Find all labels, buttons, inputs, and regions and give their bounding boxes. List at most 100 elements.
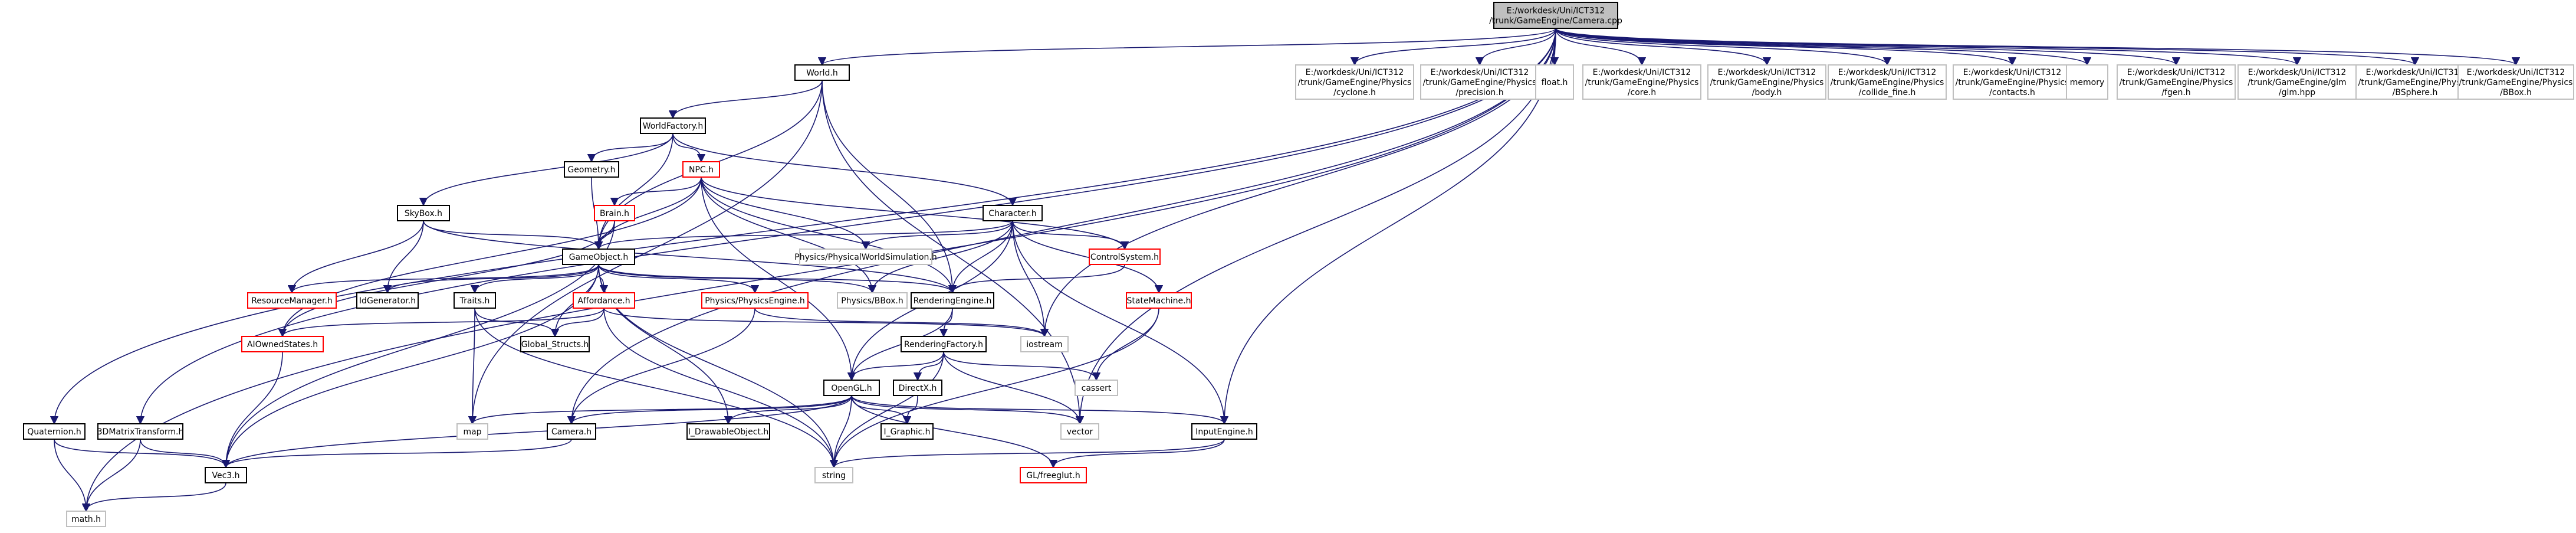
- node-skybox-h[interactable]: SkyBox.h: [397, 205, 450, 221]
- node-npc-h[interactable]: NPC.h: [682, 161, 720, 178]
- edge-affordance_h-to-aiownedstates_h: [278, 308, 604, 338]
- edge-controlsystem_h-to-renderingengine_h: [948, 264, 1125, 294]
- node-bsphere-h[interactable]: E:/workdesk/Uni/ICT312/trunk/GameEngine/…: [2355, 64, 2475, 100]
- edge-opengl_h-to-i_drawableobject_h: [724, 395, 852, 425]
- node-box: [2355, 64, 2475, 100]
- node-core-h[interactable]: E:/workdesk/Uni/ICT312/trunk/GameEngine/…: [1582, 64, 1701, 100]
- node-label-line: math.h: [71, 515, 101, 524]
- node-string[interactable]: string: [814, 467, 853, 483]
- node-box: [814, 467, 853, 483]
- edge-world_h-to-vector: [822, 80, 1085, 425]
- node-label-line: /trunk/GameEngine/Physics: [1423, 78, 1537, 87]
- node-map[interactable]: map: [456, 423, 488, 440]
- node-camera-cpp[interactable]: E:/workdesk/Uni/ICT312/trunk/GameEngine/…: [1489, 2, 1622, 29]
- edge-quaternion_h-to-math_h: [54, 439, 91, 512]
- edges-layer: [50, 28, 2520, 512]
- node-directx-h[interactable]: DirectX.h: [893, 380, 942, 396]
- node-label-line: Geometry.h: [567, 165, 615, 175]
- node-box: [1075, 380, 1118, 396]
- edge-camera_cpp-to-precision_h: [1475, 28, 1556, 66]
- edge-world_h-to-map: [468, 80, 823, 425]
- node-iostream[interactable]: iostream: [1020, 336, 1069, 352]
- node-opengl-h[interactable]: OpenGL.h: [823, 380, 880, 396]
- edge-gameobject_h-to-resourcemanager_h: [287, 264, 599, 294]
- edge-camera_cpp-to-fgen_h: [1555, 28, 2180, 66]
- edge-character_h-to-renderingengine_h: [948, 220, 1013, 294]
- node-box: [893, 380, 942, 396]
- node-inputengine-h[interactable]: InputEngine.h: [1191, 423, 1257, 440]
- node-box: [2457, 64, 2574, 100]
- node-renderingfactory-h[interactable]: RenderingFactory.h: [901, 336, 987, 352]
- node-label-line: E:/workdesk/Uni/ICT312: [1838, 68, 1937, 77]
- node-global-structs-h[interactable]: Global_Structs.h: [520, 336, 590, 352]
- node-precision-h[interactable]: E:/workdesk/Uni/ICT312/trunk/GameEngine/…: [1420, 64, 1539, 100]
- edge-world_h-to-renderingengine_h: [822, 80, 957, 294]
- node-vector[interactable]: vector: [1060, 423, 1099, 440]
- node-world-h[interactable]: World.h: [794, 64, 850, 81]
- node-gameobject-h[interactable]: GameObject.h: [562, 248, 635, 265]
- edge-skybox_h-to-gameobject_h: [423, 220, 603, 250]
- node-label-line: StateMachine.h: [1127, 296, 1191, 306]
- node-label-line: 3DMatrixTransform.h: [97, 427, 184, 437]
- node-bbox-h[interactable]: E:/workdesk/Uni/ICT312/trunk/GameEngine/…: [2457, 64, 2574, 100]
- node-aiownedstates-h[interactable]: AIOwnedStates.h: [241, 336, 324, 352]
- node-math-h[interactable]: math.h: [66, 511, 106, 527]
- node-label-line: E:/workdesk/Uni/ICT312: [1431, 68, 1529, 77]
- node-body-h[interactable]: E:/workdesk/Uni/ICT312/trunk/GameEngine/…: [1707, 64, 1826, 100]
- edge-worldfactory_h-to-npc_h: [672, 133, 706, 163]
- node-label-line: I_DrawableObject.h: [688, 427, 769, 437]
- node-contacts-h[interactable]: E:/workdesk/Uni/ICT312/trunk/GameEngine/…: [1953, 64, 2072, 100]
- edge-opengl_h-to-string: [829, 395, 852, 469]
- node-worldfactory-h[interactable]: WorldFactory.h: [640, 117, 706, 134]
- node-label-line: /trunk/GameEngine/Physics: [2358, 78, 2472, 87]
- node-statemachine-h[interactable]: StateMachine.h: [1126, 292, 1192, 309]
- node-character-h[interactable]: Character.h: [983, 205, 1043, 221]
- node-physicsengine-h[interactable]: Physics/PhysicsEngine.h: [701, 292, 809, 309]
- edge-character_h-to-gameobject_h: [594, 220, 1013, 250]
- node-cassert[interactable]: cassert: [1075, 380, 1118, 396]
- node-quaternion-h[interactable]: Quaternion.h: [23, 423, 86, 440]
- node-label-line: /body.h: [1752, 88, 1782, 97]
- node-box: [23, 423, 86, 440]
- node-i-graphic-h[interactable]: I_Graphic.h: [880, 423, 934, 440]
- node-fgen-h[interactable]: E:/workdesk/Uni/ICT312/trunk/GameEngine/…: [2117, 64, 2236, 100]
- node-label-line: /trunk/GameEngine/Physics: [1710, 78, 1824, 87]
- edge-gameobject_h-to-idgenerator_h: [383, 264, 599, 294]
- node-camera-h[interactable]: Camera.h: [547, 423, 596, 440]
- node-controlsystem-h[interactable]: ControlSystem.h: [1089, 248, 1161, 265]
- node-i-drawableobject-h[interactable]: I_DrawableObject.h: [686, 423, 770, 440]
- node-cyclone-h[interactable]: E:/workdesk/Uni/ICT312/trunk/GameEngine/…: [1295, 64, 1414, 100]
- edge-statemachine_h-to-string: [829, 308, 1159, 469]
- node-traits-h[interactable]: Traits.h: [454, 292, 496, 309]
- node-float-h[interactable]: float.h: [1535, 64, 1574, 100]
- node-physicalworldsim-h[interactable]: Physics/PhysicalWorldSimulation.h: [794, 248, 937, 265]
- edge-affordance_h-to-iostream: [603, 308, 1049, 338]
- node-label-line: Camera.h: [551, 427, 592, 437]
- node-box: [1295, 64, 1414, 100]
- node-renderingengine-h[interactable]: RenderingEngine.h: [911, 292, 994, 309]
- node-label-line: InputEngine.h: [1195, 427, 1253, 437]
- node-label-line: /trunk/GameEngine/Physics: [2459, 78, 2573, 87]
- node-box: [397, 205, 450, 221]
- node-box: [1420, 64, 1539, 100]
- node-box: [1828, 64, 1947, 100]
- node-idgenerator-h[interactable]: IdGenerator.h: [356, 292, 419, 309]
- node-vec3-h[interactable]: Vec3.h: [205, 467, 247, 483]
- node-label-line: /core.h: [1628, 88, 1656, 97]
- node-memory[interactable]: memory: [2066, 64, 2108, 100]
- edge-inputengine_h-to-string: [830, 439, 1225, 469]
- node-collide-fine-h[interactable]: E:/workdesk/Uni/ICT312/trunk/GameEngine/…: [1828, 64, 1947, 100]
- node-glm-hpp[interactable]: E:/workdesk/Uni/ICT312/trunk/GameEngine/…: [2237, 64, 2357, 100]
- node-brain-h[interactable]: Brain.h: [594, 205, 635, 221]
- edge-camera_cpp-to-camera_h: [567, 28, 1556, 425]
- node-box: [1089, 248, 1161, 265]
- node-physicsbbox-h[interactable]: Physics/BBox.h: [837, 292, 908, 309]
- node-geometry-h[interactable]: Geometry.h: [564, 161, 619, 178]
- edge-traits_h-to-map: [468, 308, 477, 425]
- node-label-line: ControlSystem.h: [1090, 253, 1159, 262]
- node-resourcemanager-h[interactable]: ResourceManager.h: [247, 292, 337, 309]
- node-matrix3d-h[interactable]: 3DMatrixTransform.h: [97, 423, 184, 440]
- node-affordance-h[interactable]: Affordance.h: [573, 292, 635, 309]
- node-label-line: string: [822, 471, 846, 480]
- node-glfreeglut-h[interactable]: GL/freeglut.h: [1020, 467, 1087, 483]
